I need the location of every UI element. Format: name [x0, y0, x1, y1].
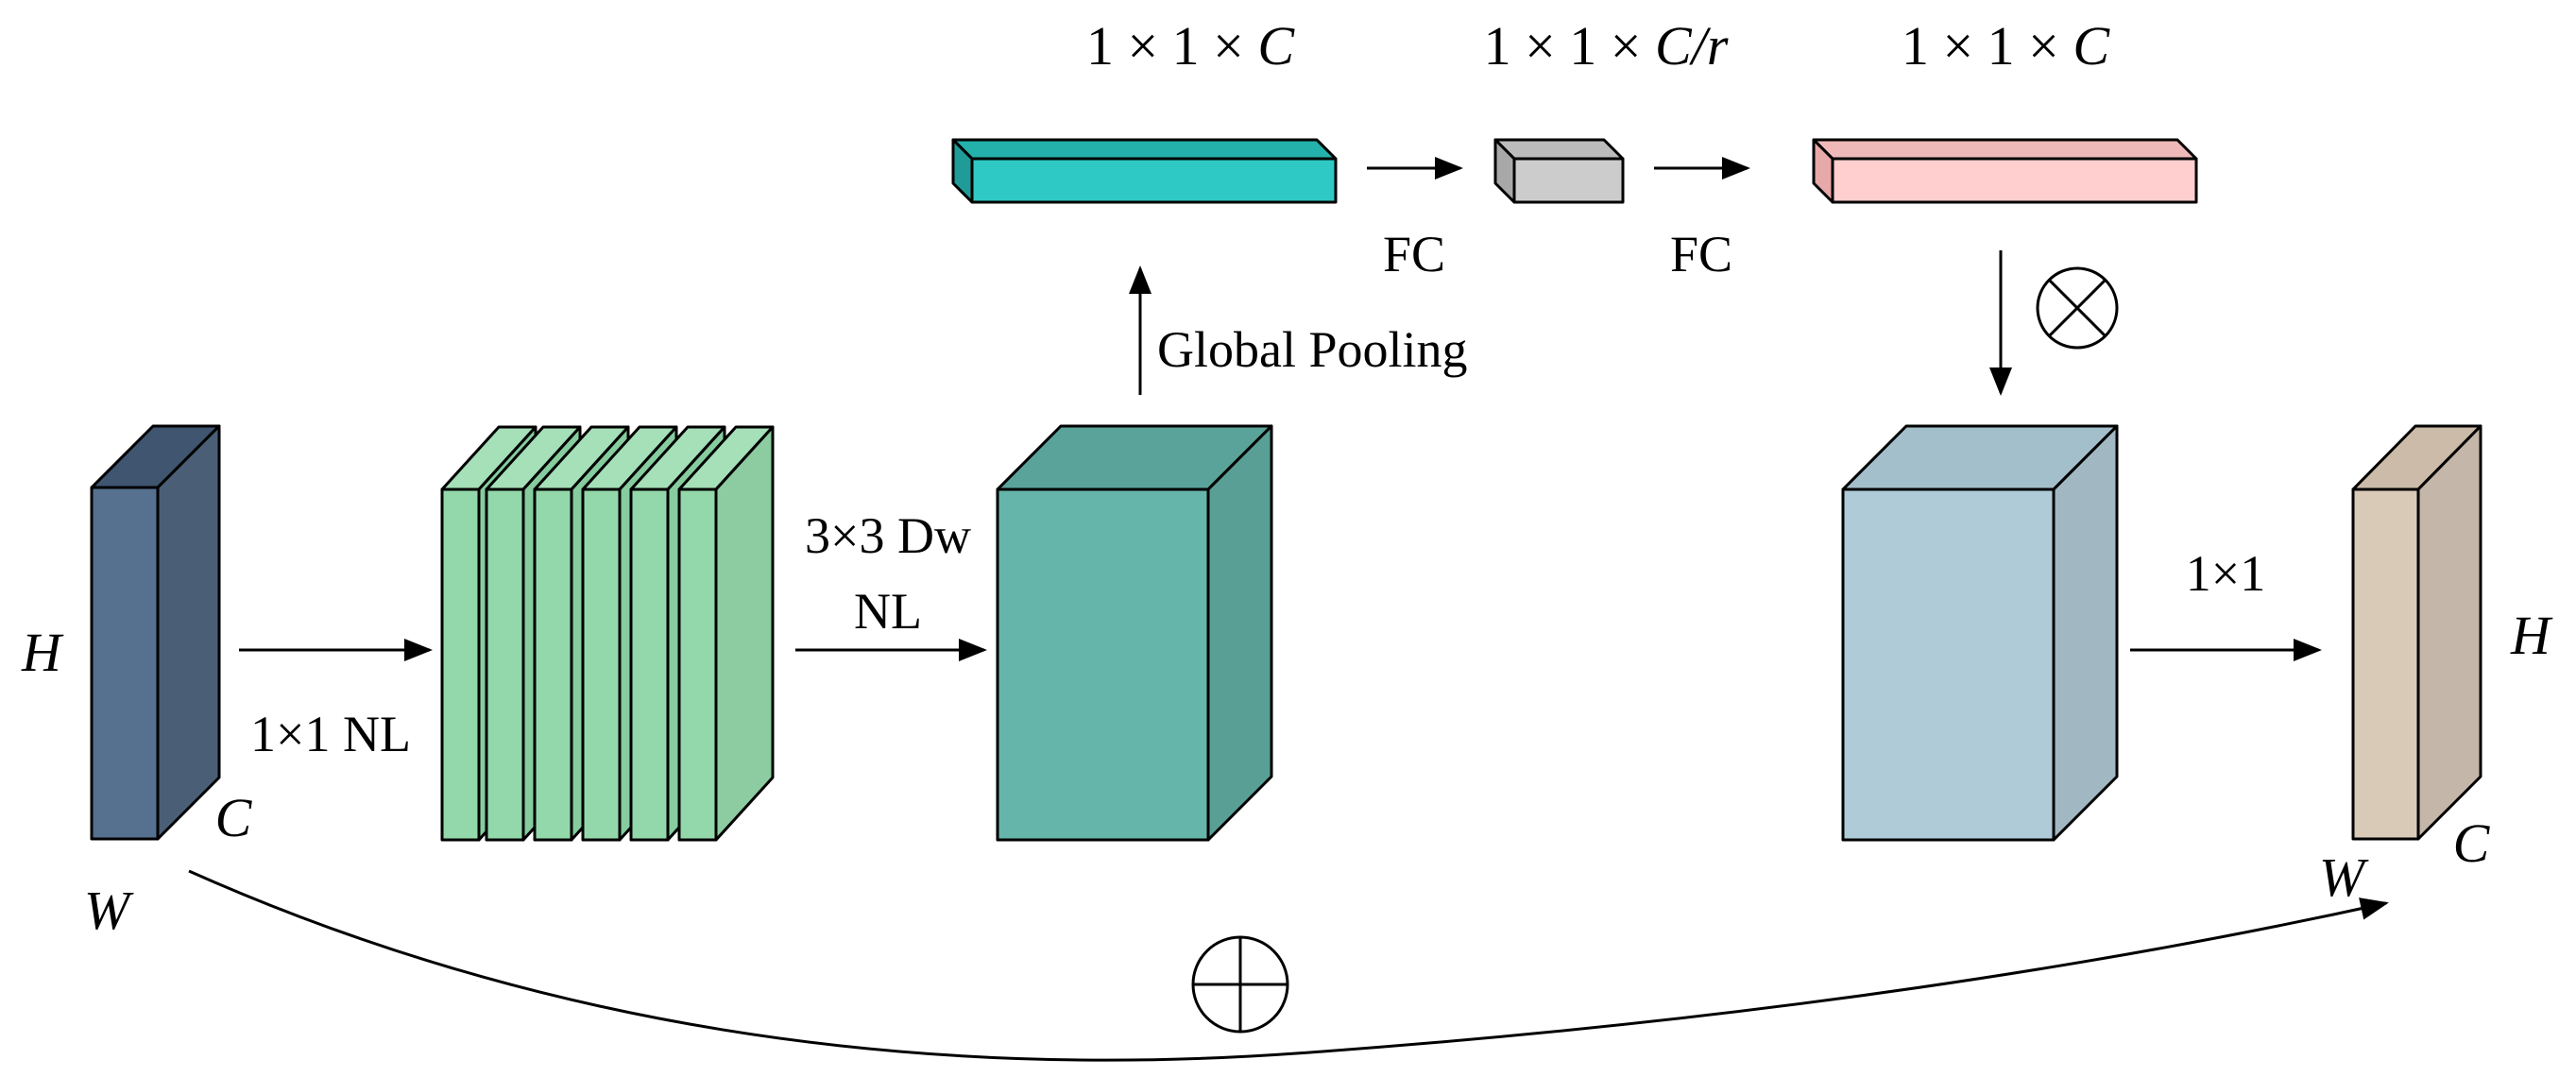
depthwise-conv-label-line2: NL [854, 583, 922, 640]
slice-6 [677, 425, 775, 842]
add-icon [1191, 935, 1289, 1034]
se-fc2-label: FC [1670, 226, 1732, 282]
reweighted-feature-block [1841, 424, 2119, 842]
se-reduced-dimension-label: 1 × 1 × C/r [1484, 15, 1729, 77]
se-fc1-label: FC [1383, 226, 1445, 282]
output-feature-block [2351, 424, 2482, 841]
residual-connection-arrow [188, 869, 2389, 1062]
input-channels-label: C [215, 787, 253, 848]
output-channels-label: C [2453, 812, 2491, 874]
depthwise-conv-label-line1: 3×3 Dw [805, 507, 971, 564]
multiply-icon [2036, 266, 2119, 350]
depthwise-feature-block [996, 424, 1273, 842]
se-pooled-vector [951, 138, 1338, 204]
global-pooling-label: Global Pooling [1157, 321, 1468, 378]
input-height-label: H [21, 622, 64, 683]
output-width-label: W [2319, 846, 2369, 908]
input-feature-block [90, 424, 221, 841]
expanded-feature-slices [440, 425, 775, 842]
se-pooled-dimension-label: 1 × 1 × C [1086, 15, 1295, 77]
expand-conv-label: 1×1 NL [250, 706, 411, 762]
se-weights-dimension-label: 1 × 1 × C [1902, 15, 2110, 77]
project-conv-label: 1×1 [2186, 545, 2265, 602]
se-weights-vector [1812, 138, 2198, 204]
input-width-label: W [84, 880, 134, 941]
output-height-label: H [2510, 605, 2553, 666]
se-reduced-vector [1493, 138, 1625, 204]
